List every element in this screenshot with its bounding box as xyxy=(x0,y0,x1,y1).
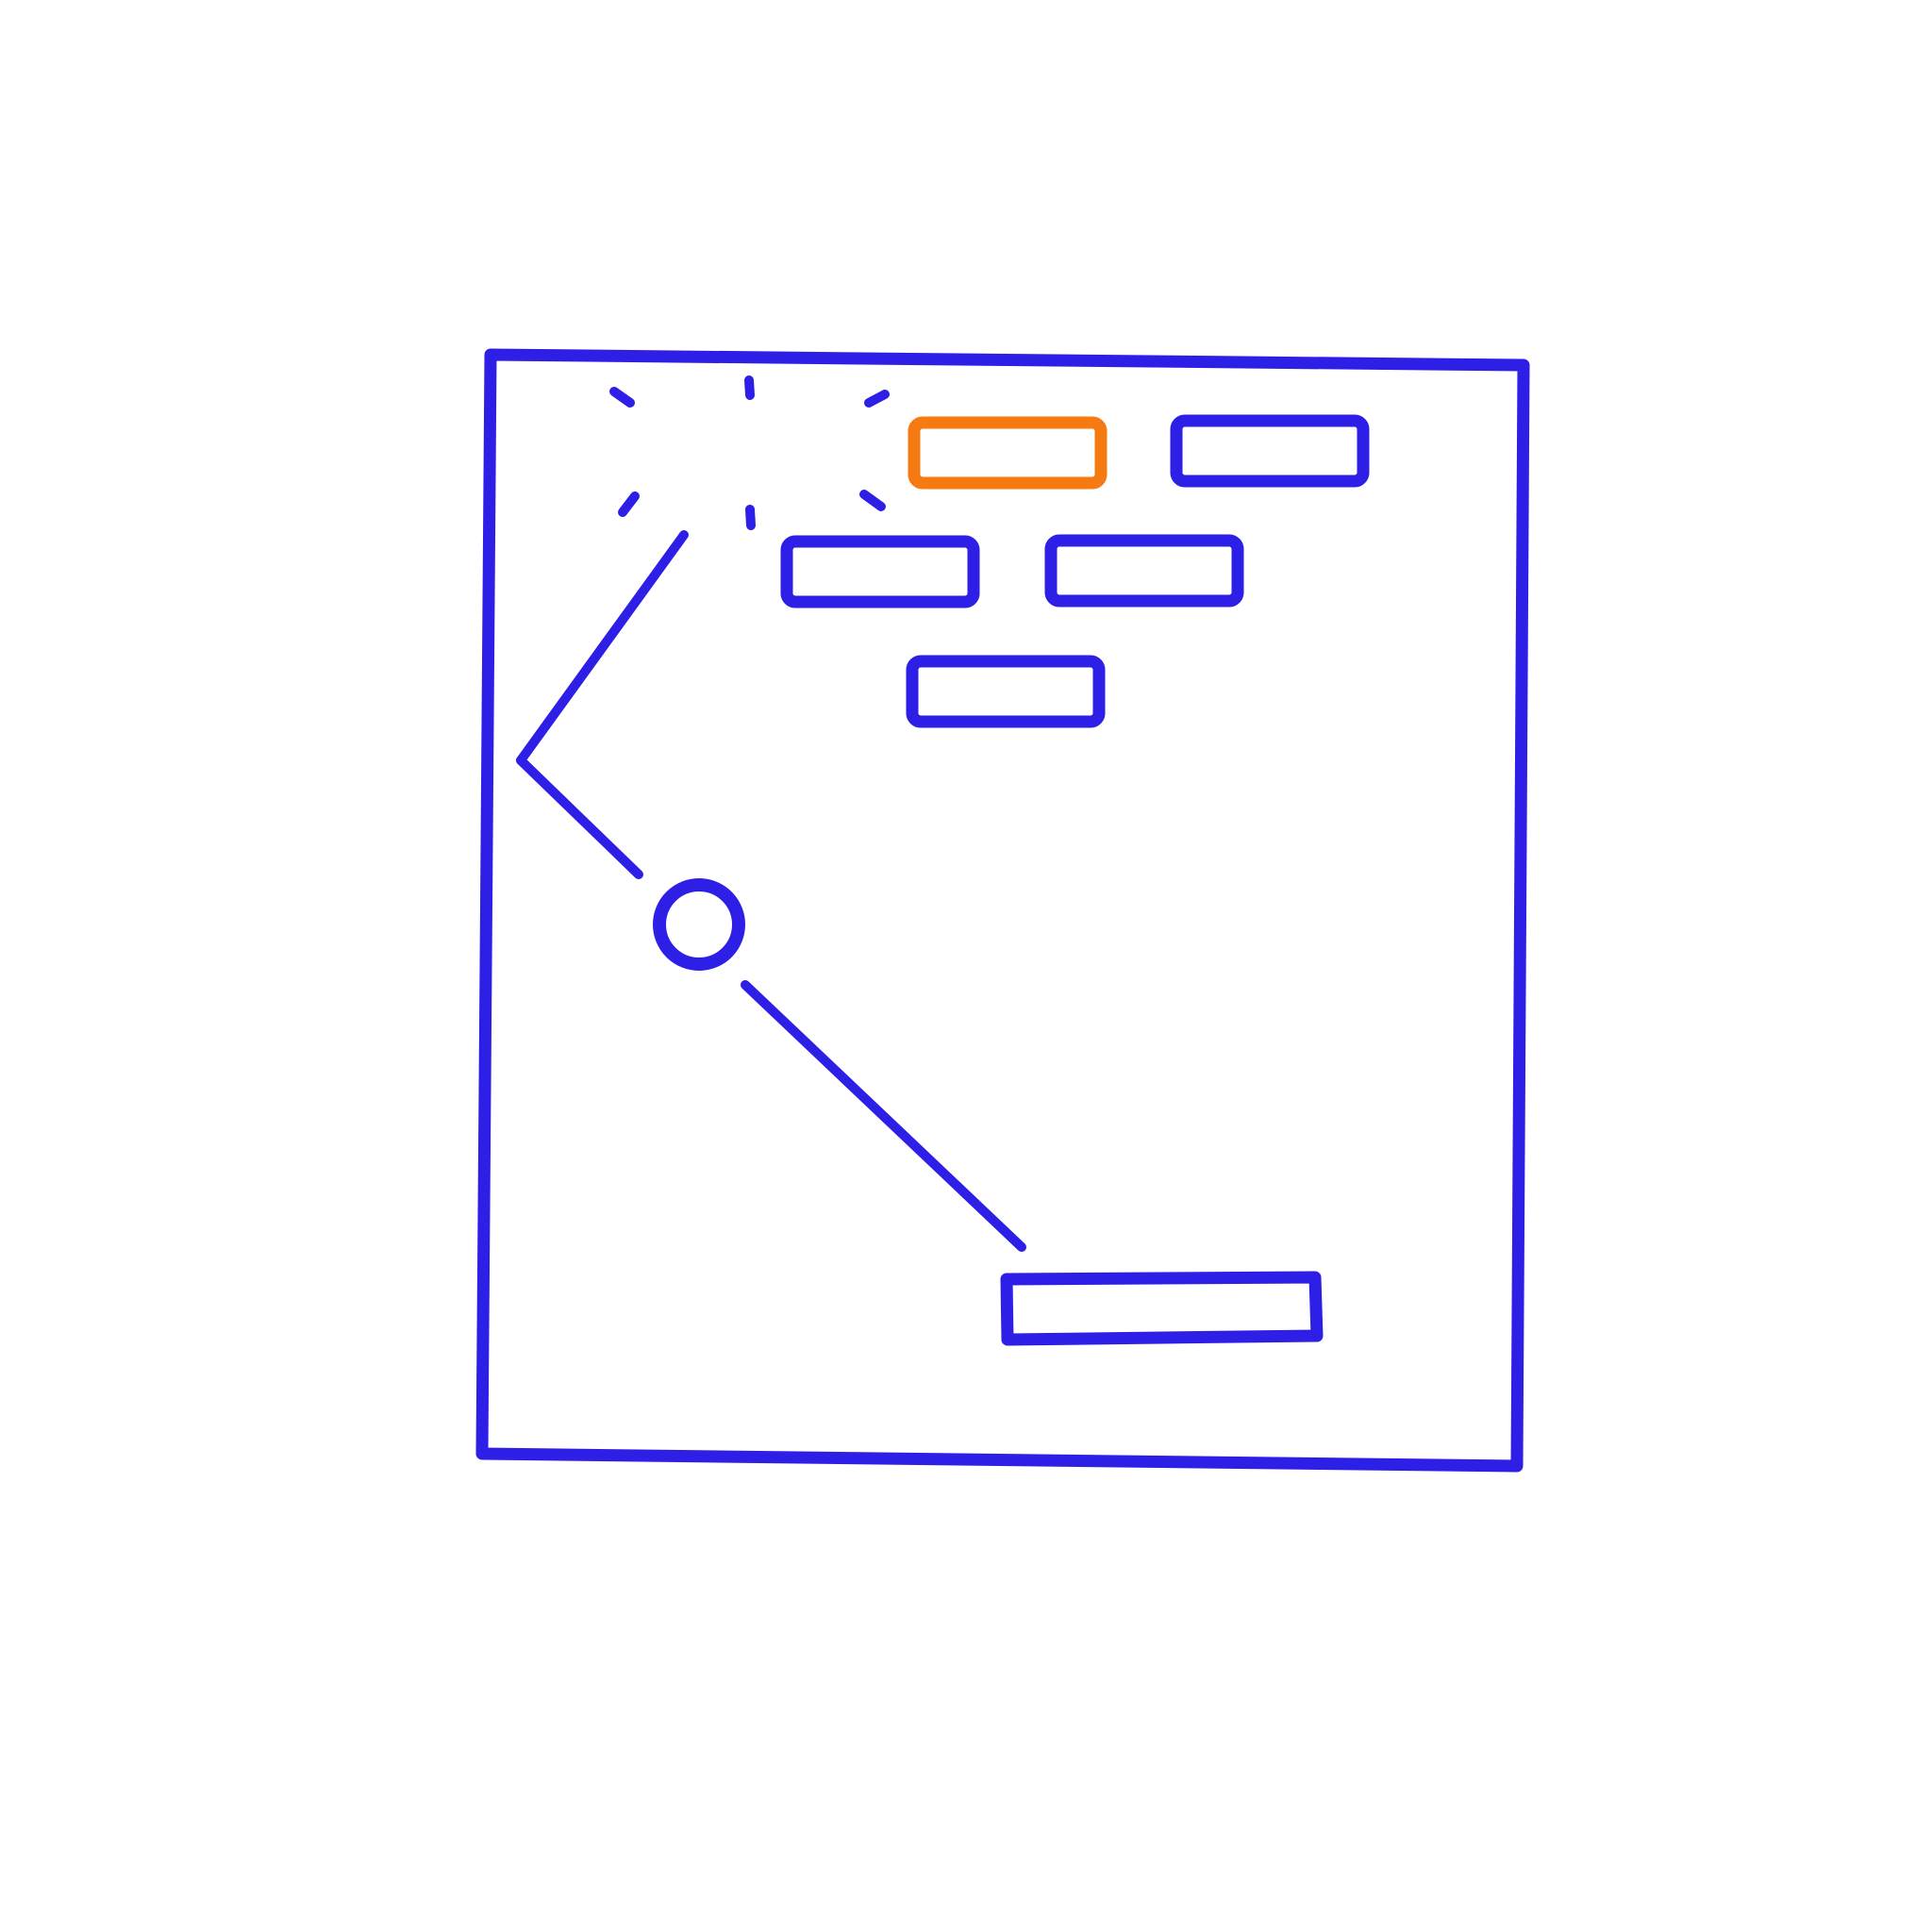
brick-grid xyxy=(780,414,1370,728)
burst-spark xyxy=(609,387,635,408)
burst-spark xyxy=(618,491,640,517)
burst-icon xyxy=(609,375,890,530)
brick xyxy=(780,535,980,608)
brick-hit xyxy=(908,416,1108,490)
trajectory-segment-2 xyxy=(516,756,643,879)
ball-circle-icon xyxy=(653,878,745,971)
paddle-bar-icon xyxy=(1000,1271,1324,1346)
trajectory-segment-1 xyxy=(516,530,689,765)
burst-spark xyxy=(859,490,886,511)
brick xyxy=(906,655,1106,728)
burst-spark xyxy=(745,505,756,530)
ball-trajectory xyxy=(516,530,1026,1252)
playfield-frame xyxy=(475,348,1530,1473)
burst-spark xyxy=(744,375,755,400)
brick xyxy=(1044,534,1244,608)
trajectory-segment-3 xyxy=(741,980,1026,1252)
burst-spark xyxy=(864,390,890,408)
brick xyxy=(1170,414,1370,488)
